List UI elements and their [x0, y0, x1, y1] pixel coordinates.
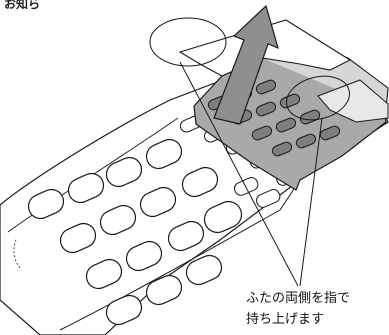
caption-line-1: ふたの両側を指で [246, 291, 351, 306]
lid-key [319, 125, 341, 141]
key [185, 254, 223, 286]
leader-line-right [299, 117, 323, 287]
lift-arrow [213, 4, 279, 125]
left-grip-ellipse [149, 17, 227, 67]
lid-key [295, 133, 317, 149]
leader-line-left [179, 61, 299, 287]
key [67, 172, 105, 204]
remote-body-front-edge [59, 179, 301, 331]
lid-key [251, 125, 273, 141]
lid-key [275, 117, 297, 133]
key [59, 222, 97, 254]
caption-line-2: 持ち上げます [246, 312, 325, 327]
header-label: お知ら [4, 0, 41, 11]
key [27, 188, 65, 220]
key [167, 220, 205, 252]
small-key [256, 189, 281, 208]
key [145, 274, 183, 306]
key [99, 204, 137, 236]
lid-key [299, 109, 321, 125]
lid-key [255, 79, 277, 95]
lid-key [255, 101, 277, 117]
key [145, 138, 183, 170]
key [85, 258, 123, 290]
key [105, 156, 143, 188]
key [105, 294, 143, 326]
main-keypad [27, 138, 243, 326]
key [139, 186, 177, 218]
instruction-caption: ふたの両側を指で 持ち上げます [246, 288, 386, 330]
key [181, 166, 219, 198]
key [203, 200, 243, 234]
key [125, 240, 163, 272]
lid-key [271, 141, 293, 157]
right-grip-ellipse [286, 75, 350, 121]
lid-right-wing [317, 79, 389, 123]
